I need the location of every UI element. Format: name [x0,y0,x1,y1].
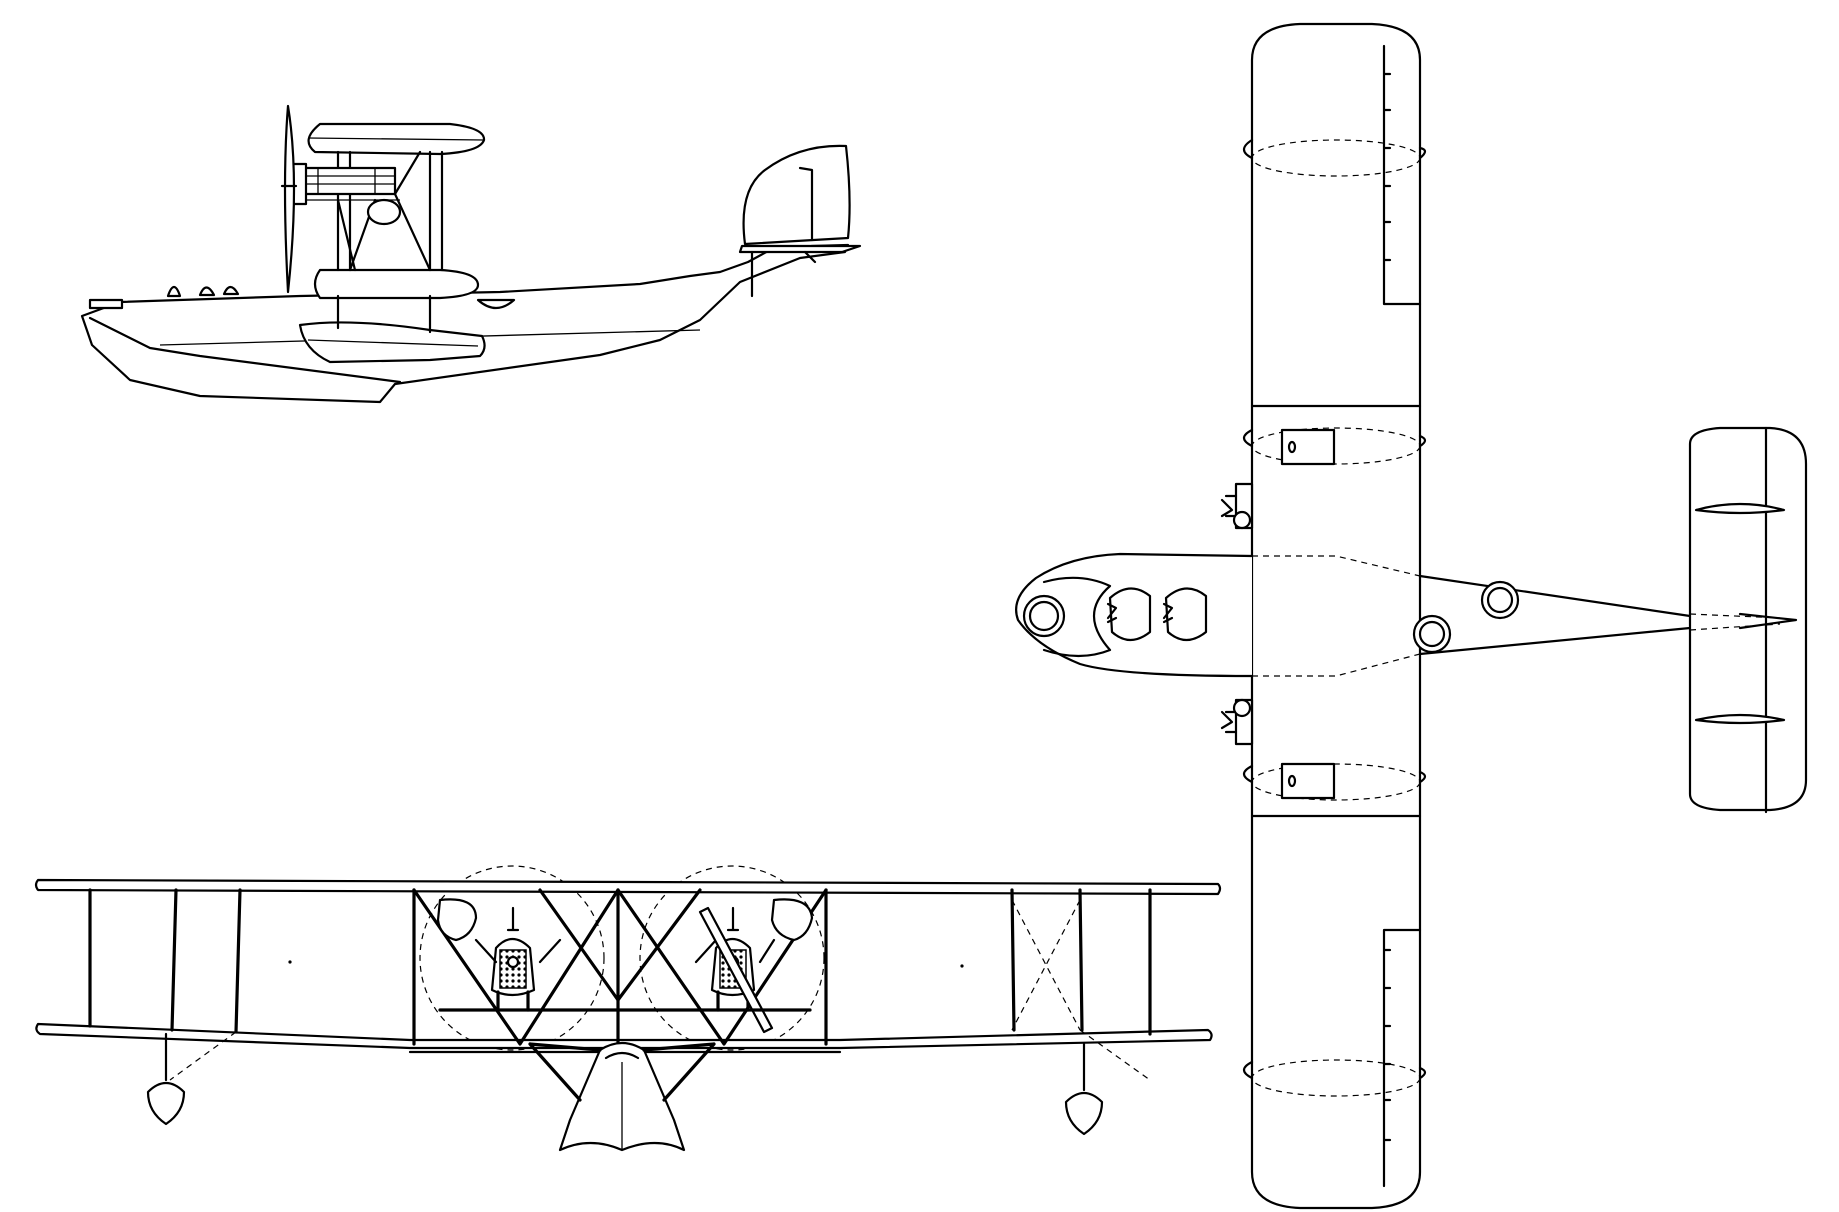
plan-main-wing [1250,22,1422,1210]
plan-cockpit-outline [1042,576,1112,658]
side-hull-chine [88,316,402,384]
plan-rudder [1738,612,1798,630]
plan-aileron-upper [1382,44,1422,306]
front-tank-left [436,898,478,942]
front-hull-cockpit [604,1051,640,1060]
side-view [80,104,862,404]
front-float-left [146,1081,186,1126]
side-rudder-hinge [798,166,814,242]
front-prop-arc-right [639,865,825,1051]
plan-tail-strut-upper [1694,502,1786,515]
side-upper-wing-inner [307,137,485,141]
side-nose-cap [88,298,124,310]
plan-tail-boom-cont [1689,613,1781,631]
plan-engine-upper [1220,482,1254,530]
side-interplane-struts [336,150,444,272]
plan-center-section [1250,404,1422,818]
front-lower-wing [35,1022,1213,1050]
side-hull-hump-3 [222,285,240,296]
front-float-right [1064,1091,1104,1136]
front-center-struts [412,888,828,1046]
side-gravity-tank [366,198,402,226]
plan-tail-strut-lower [1694,713,1786,725]
front-engine-left [474,906,562,1012]
side-float-line [307,339,479,347]
side-float-struts [336,294,432,334]
side-lower-wing [313,268,480,300]
plan-seat-left [1108,587,1152,642]
side-hull-blister [476,298,516,310]
plan-wing-sections [1242,138,1427,1097]
side-float [298,321,486,364]
front-prop-arc-left [419,865,605,1051]
plan-view [1015,22,1808,1210]
plan-aileron-lower [1382,928,1422,1188]
side-engine-nacelle [303,166,397,196]
front-upper-wing [34,878,1222,896]
side-hull-hump-1 [166,285,182,298]
front-hull-struts [528,1042,716,1102]
plan-wing-hatch-lower [1280,762,1336,800]
plan-tailplane [1688,426,1808,812]
plan-seat-right [1164,587,1208,642]
front-outer-struts [88,888,1152,1036]
side-hull [80,243,850,404]
plan-engine-lower [1220,698,1254,746]
side-tail-struts [750,250,817,298]
plan-hull-under-wing [1252,555,1421,677]
side-hull-hump-2 [198,286,216,297]
front-propeller-blade [698,906,774,1034]
side-engine-struts [336,150,432,272]
front-x-bracing [412,888,828,1046]
side-engine-detail [300,168,400,201]
side-tail-fin [742,144,851,246]
side-tailplane [738,244,862,254]
plan-wing-hatch-upper [1280,428,1336,466]
front-view [34,865,1222,1152]
front-tank-right [770,898,814,942]
side-propeller [283,104,296,294]
